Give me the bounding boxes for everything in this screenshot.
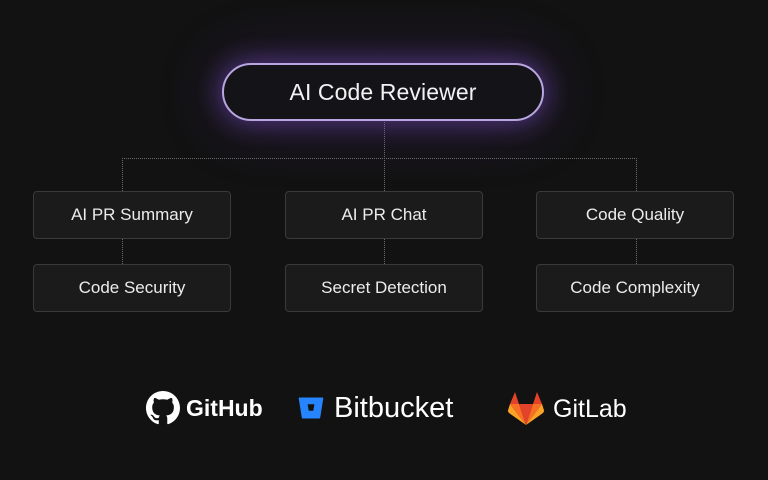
connector-col3-down [636,158,637,191]
github-icon [146,391,180,425]
node-code-complexity: Code Complexity [536,264,734,312]
bitbucket-icon [298,395,324,421]
root-node-label: AI Code Reviewer [289,78,477,105]
connector-col1-between [122,239,123,264]
node-ai-pr-summary: AI PR Summary [33,191,231,239]
node-label: Code Complexity [570,278,700,297]
node-ai-pr-chat: AI PR Chat [285,191,483,239]
gitlab-logo: GitLab [507,390,627,428]
node-label: Code Quality [585,205,685,224]
connector-col3-between [636,239,637,264]
node-code-security: Code Security [33,264,231,312]
node-label: AI PR Summary [71,205,193,224]
node-code-quality: Code Quality [536,191,734,239]
node-label: AI PR Chat [341,205,427,224]
node-label: Code Security [78,278,186,297]
node-secret-detection: Secret Detection [285,264,483,312]
github-wordmark: GitHub [186,394,263,421]
connector-horizontal [122,158,637,159]
connector-col2-between [384,239,385,264]
connector-root-down [384,122,385,159]
connector-col1-down [122,158,123,191]
bitbucket-logo: Bitbucket [298,390,453,426]
bitbucket-wordmark: Bitbucket [334,391,454,424]
root-node: AI Code Reviewer [222,63,544,121]
node-label: Secret Detection [321,278,447,297]
gitlab-wordmark: GitLab [553,394,627,423]
gitlab-icon [507,391,545,427]
github-logo: GitHub [146,390,263,426]
connector-col2-down [384,158,385,191]
